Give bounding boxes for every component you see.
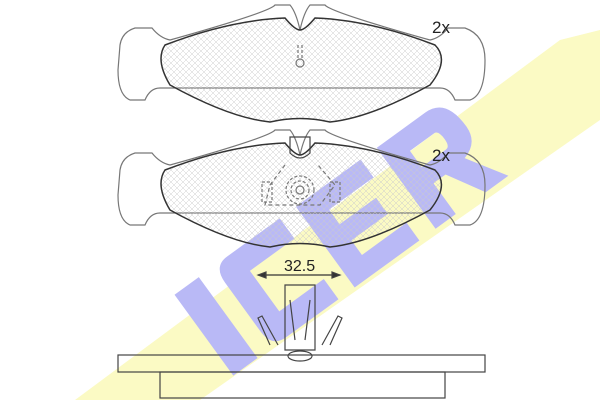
dimension-label: 32.5 — [284, 258, 316, 275]
quantity-label-middle: 2x — [432, 146, 450, 165]
quantity-label-top: 2x — [432, 18, 450, 37]
logo-letter-r — [376, 107, 509, 229]
brake-pad-top — [117, 4, 486, 123]
logo-letter-i — [174, 277, 258, 376]
brake-pad-middle — [117, 129, 486, 248]
side-view — [117, 271, 486, 399]
